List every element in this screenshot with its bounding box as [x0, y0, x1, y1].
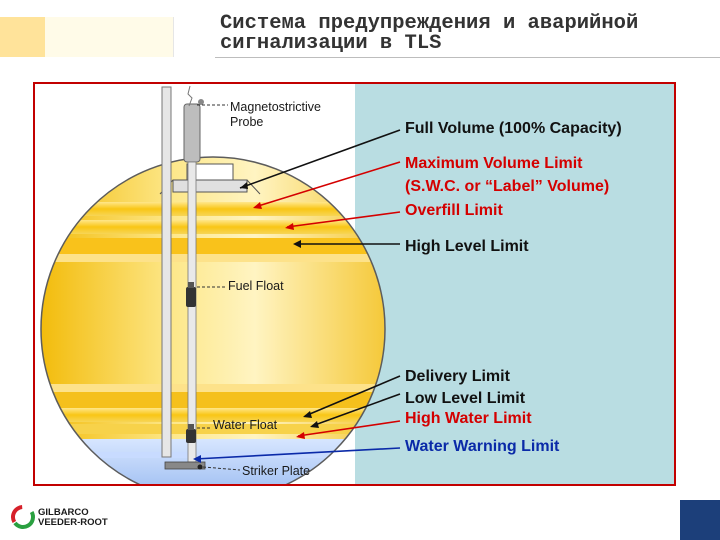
magnetostrictive-probe-label: Magnetostrictive Probe	[230, 100, 322, 129]
background-panel	[355, 84, 674, 484]
delivery-limit-label: Delivery Limit	[405, 368, 510, 385]
header-accent-bar	[0, 17, 45, 57]
high-level-limit-label: High Level Limit	[405, 238, 529, 255]
pointer-full-volume	[239, 129, 401, 189]
brand-wordmark: GILBARCO VEEDER-ROOT	[38, 508, 108, 528]
low-level-limit-label: Low Level Limit	[405, 390, 526, 407]
pointer-delivery	[304, 375, 401, 417]
pointer-low-level	[311, 393, 401, 427]
corner-accent-block	[680, 500, 720, 540]
water-warning-limit-label: Water Warning Limit	[405, 438, 560, 455]
overfill-limit-label: Overfill Limit	[405, 202, 503, 219]
striker-plate	[164, 461, 206, 470]
tank-shell	[40, 156, 386, 484]
high-water-limit-label: High Water Limit	[405, 410, 532, 427]
fuel-layer-band	[41, 202, 385, 216]
tank-diagram: Magnetostrictive Probe Fuel Float Water …	[33, 82, 676, 486]
fuel-layer-band	[41, 392, 385, 408]
brand-line-1: GILBARCO	[38, 507, 89, 518]
vent-pipe	[161, 86, 172, 458]
water-float	[186, 429, 196, 443]
header-accent-bar-light	[45, 17, 173, 57]
slide-title: Система предупреждения и аварийной сигна…	[220, 12, 639, 55]
fuel-layer-band	[41, 424, 385, 434]
water-float-label: Water Float	[213, 418, 278, 432]
fuel-float	[186, 287, 196, 307]
pointer-water-warning	[194, 447, 401, 460]
tank-diagram-svg	[40, 84, 674, 484]
striker-plate-label: Striker Plate	[242, 464, 311, 478]
header-accent-bar-white	[173, 17, 216, 57]
pointer-max-volume	[254, 161, 401, 208]
pointer-overfill	[286, 211, 401, 228]
probe-shaft	[187, 161, 197, 463]
header-rule	[215, 57, 720, 58]
fuel-layer-band	[41, 220, 385, 234]
fuel-layer-band	[41, 408, 385, 422]
pointer-high-water	[297, 420, 401, 437]
gilbarco-logo-icon	[10, 505, 35, 529]
tank-contents	[41, 157, 385, 484]
maximum-volume-limit-label: Maximum Volume Limit (S.W.C. or “Label” …	[405, 155, 610, 195]
probe-head	[183, 103, 201, 163]
full-volume-label: Full Volume (100% Capacity)	[405, 120, 622, 137]
fuel-float-label: Fuel Float	[228, 279, 284, 293]
brand-line-2: VEEDER-ROOT	[38, 517, 108, 528]
tank-manhole-flange	[172, 179, 248, 193]
